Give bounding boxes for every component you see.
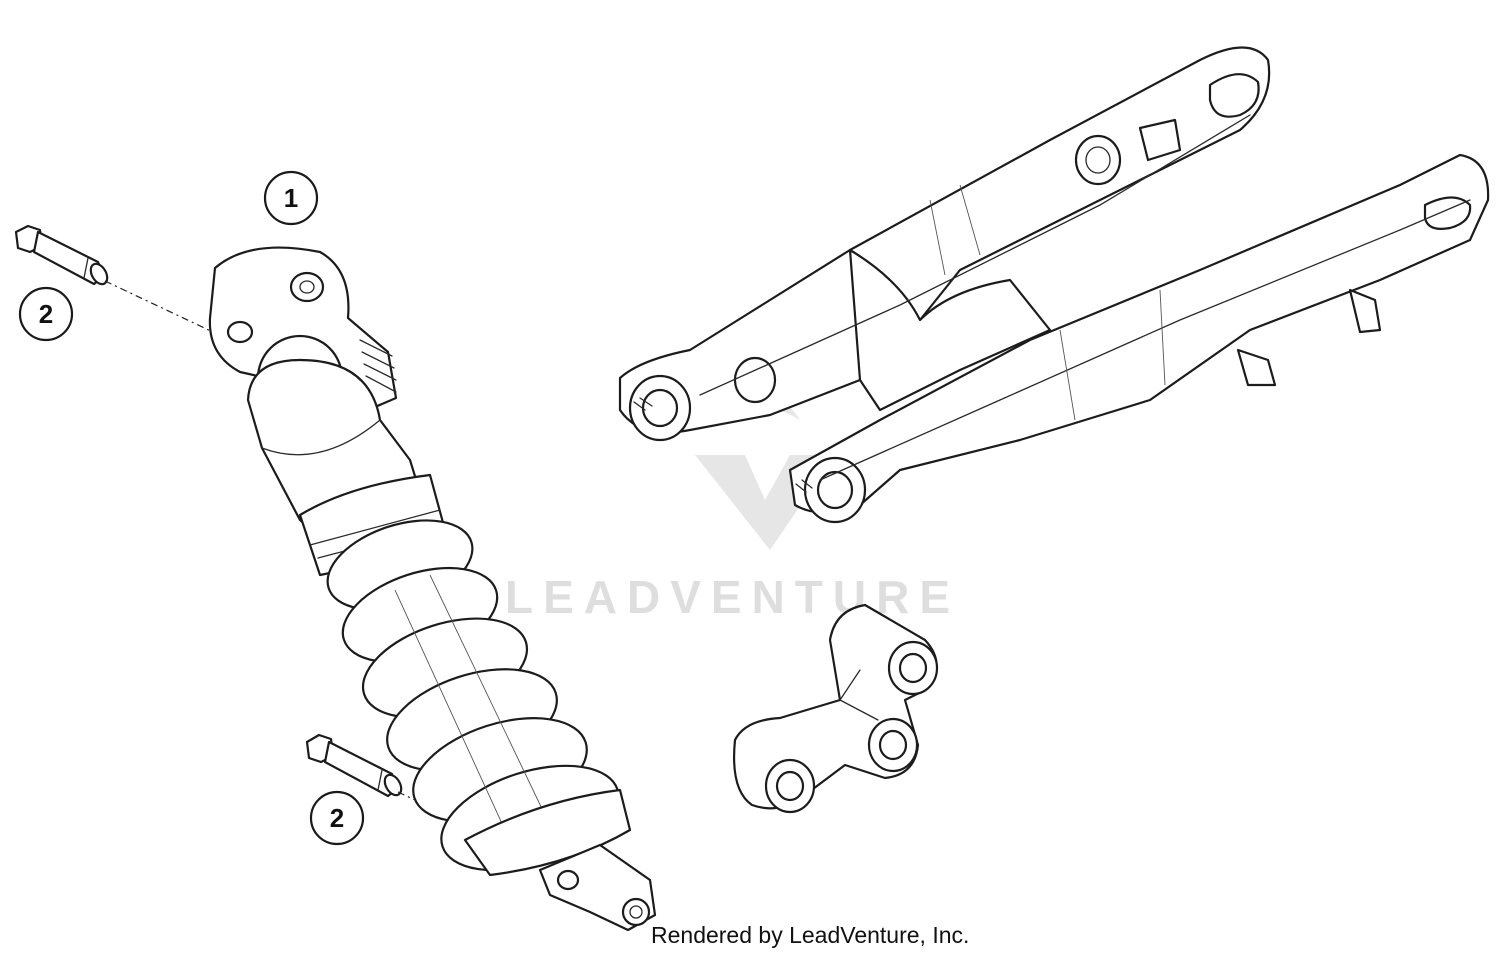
callout-2b[interactable]: 2 xyxy=(309,790,365,846)
callout-1-label: 1 xyxy=(284,183,298,213)
callout-1[interactable]: 1 xyxy=(263,170,319,226)
callout-2a[interactable]: 2 xyxy=(18,286,74,342)
swingarm[interactable] xyxy=(618,46,1490,524)
callout-2b-label: 2 xyxy=(330,803,344,833)
shock-absorber[interactable] xyxy=(208,246,657,932)
render-credit: Rendered by LeadVenture, Inc. xyxy=(651,922,969,948)
watermark-text: LEADVENTURE xyxy=(505,571,960,623)
upper-mounting-bolt[interactable] xyxy=(14,224,216,334)
linkage-lever[interactable] xyxy=(733,603,939,814)
callout-2a-label: 2 xyxy=(39,299,53,329)
